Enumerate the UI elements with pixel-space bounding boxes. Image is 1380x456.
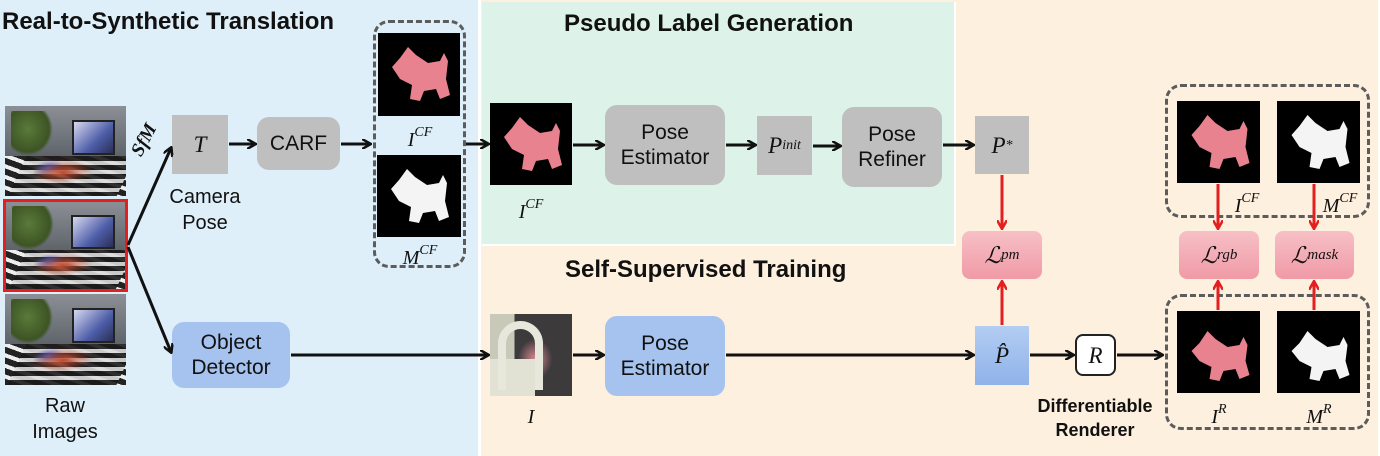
self-pose-estimator-box[interactable]: Pose Estimator bbox=[605, 316, 725, 396]
cf-mask-label: MCF bbox=[402, 243, 438, 269]
rendered-group bbox=[1165, 294, 1370, 430]
rendered-mask-thumbnail[interactable] bbox=[1277, 311, 1360, 393]
p-star-box[interactable]: P* bbox=[975, 116, 1029, 174]
target-mask-label: MCF bbox=[1322, 191, 1358, 217]
detected-crop-label: I bbox=[527, 406, 535, 428]
camera-pose-box[interactable]: T bbox=[172, 115, 228, 174]
raw-image-3[interactable] bbox=[5, 294, 126, 385]
target-mask-thumbnail[interactable] bbox=[1277, 101, 1360, 183]
object-detector-box[interactable]: Object Detector bbox=[172, 322, 290, 388]
pseudo-pose-estimator-box[interactable]: Pose Estimator bbox=[605, 105, 725, 185]
raw-image-selected[interactable] bbox=[3, 199, 128, 292]
section-title-pseudo-label: Pseudo Label Generation bbox=[564, 10, 854, 37]
target-image-thumbnail[interactable] bbox=[1177, 101, 1260, 183]
differentiable-renderer-label: Differentiable Renderer bbox=[1037, 396, 1153, 440]
rendered-image-label: IR bbox=[1211, 402, 1227, 428]
target-image-label: ICF bbox=[1234, 191, 1260, 217]
cf-image-thumbnail[interactable] bbox=[378, 33, 460, 116]
detected-crop-image[interactable] bbox=[490, 314, 572, 396]
raw-images-label: Raw Images bbox=[32, 395, 98, 443]
cf-render-group bbox=[373, 20, 466, 268]
target-group bbox=[1165, 84, 1370, 218]
section-title-self-supervised: Self-Supervised Training bbox=[565, 256, 847, 283]
pseudo-input-image[interactable] bbox=[490, 103, 572, 185]
renderer-box[interactable]: R bbox=[1075, 334, 1116, 376]
p-hat-box[interactable]: P̂ bbox=[975, 326, 1029, 385]
cf-mask-thumbnail[interactable] bbox=[377, 155, 461, 237]
section-title-real-to-synthetic: Real-to-Synthetic Translation bbox=[2, 8, 335, 35]
arrow-to-detector bbox=[126, 246, 171, 352]
carf-box[interactable]: CARF bbox=[257, 117, 340, 170]
camera-pose-label: Camera Pose bbox=[169, 186, 241, 234]
rendered-mask-label: MR bbox=[1306, 402, 1332, 428]
rendered-image-thumbnail[interactable] bbox=[1177, 311, 1260, 393]
pseudo-input-image-label: ICF bbox=[518, 197, 544, 223]
arrow-sfm bbox=[126, 148, 171, 246]
raw-image-1[interactable] bbox=[5, 106, 126, 196]
pose-refiner-box[interactable]: Pose Refiner bbox=[842, 107, 942, 187]
cf-image-label: ICF bbox=[407, 125, 433, 151]
